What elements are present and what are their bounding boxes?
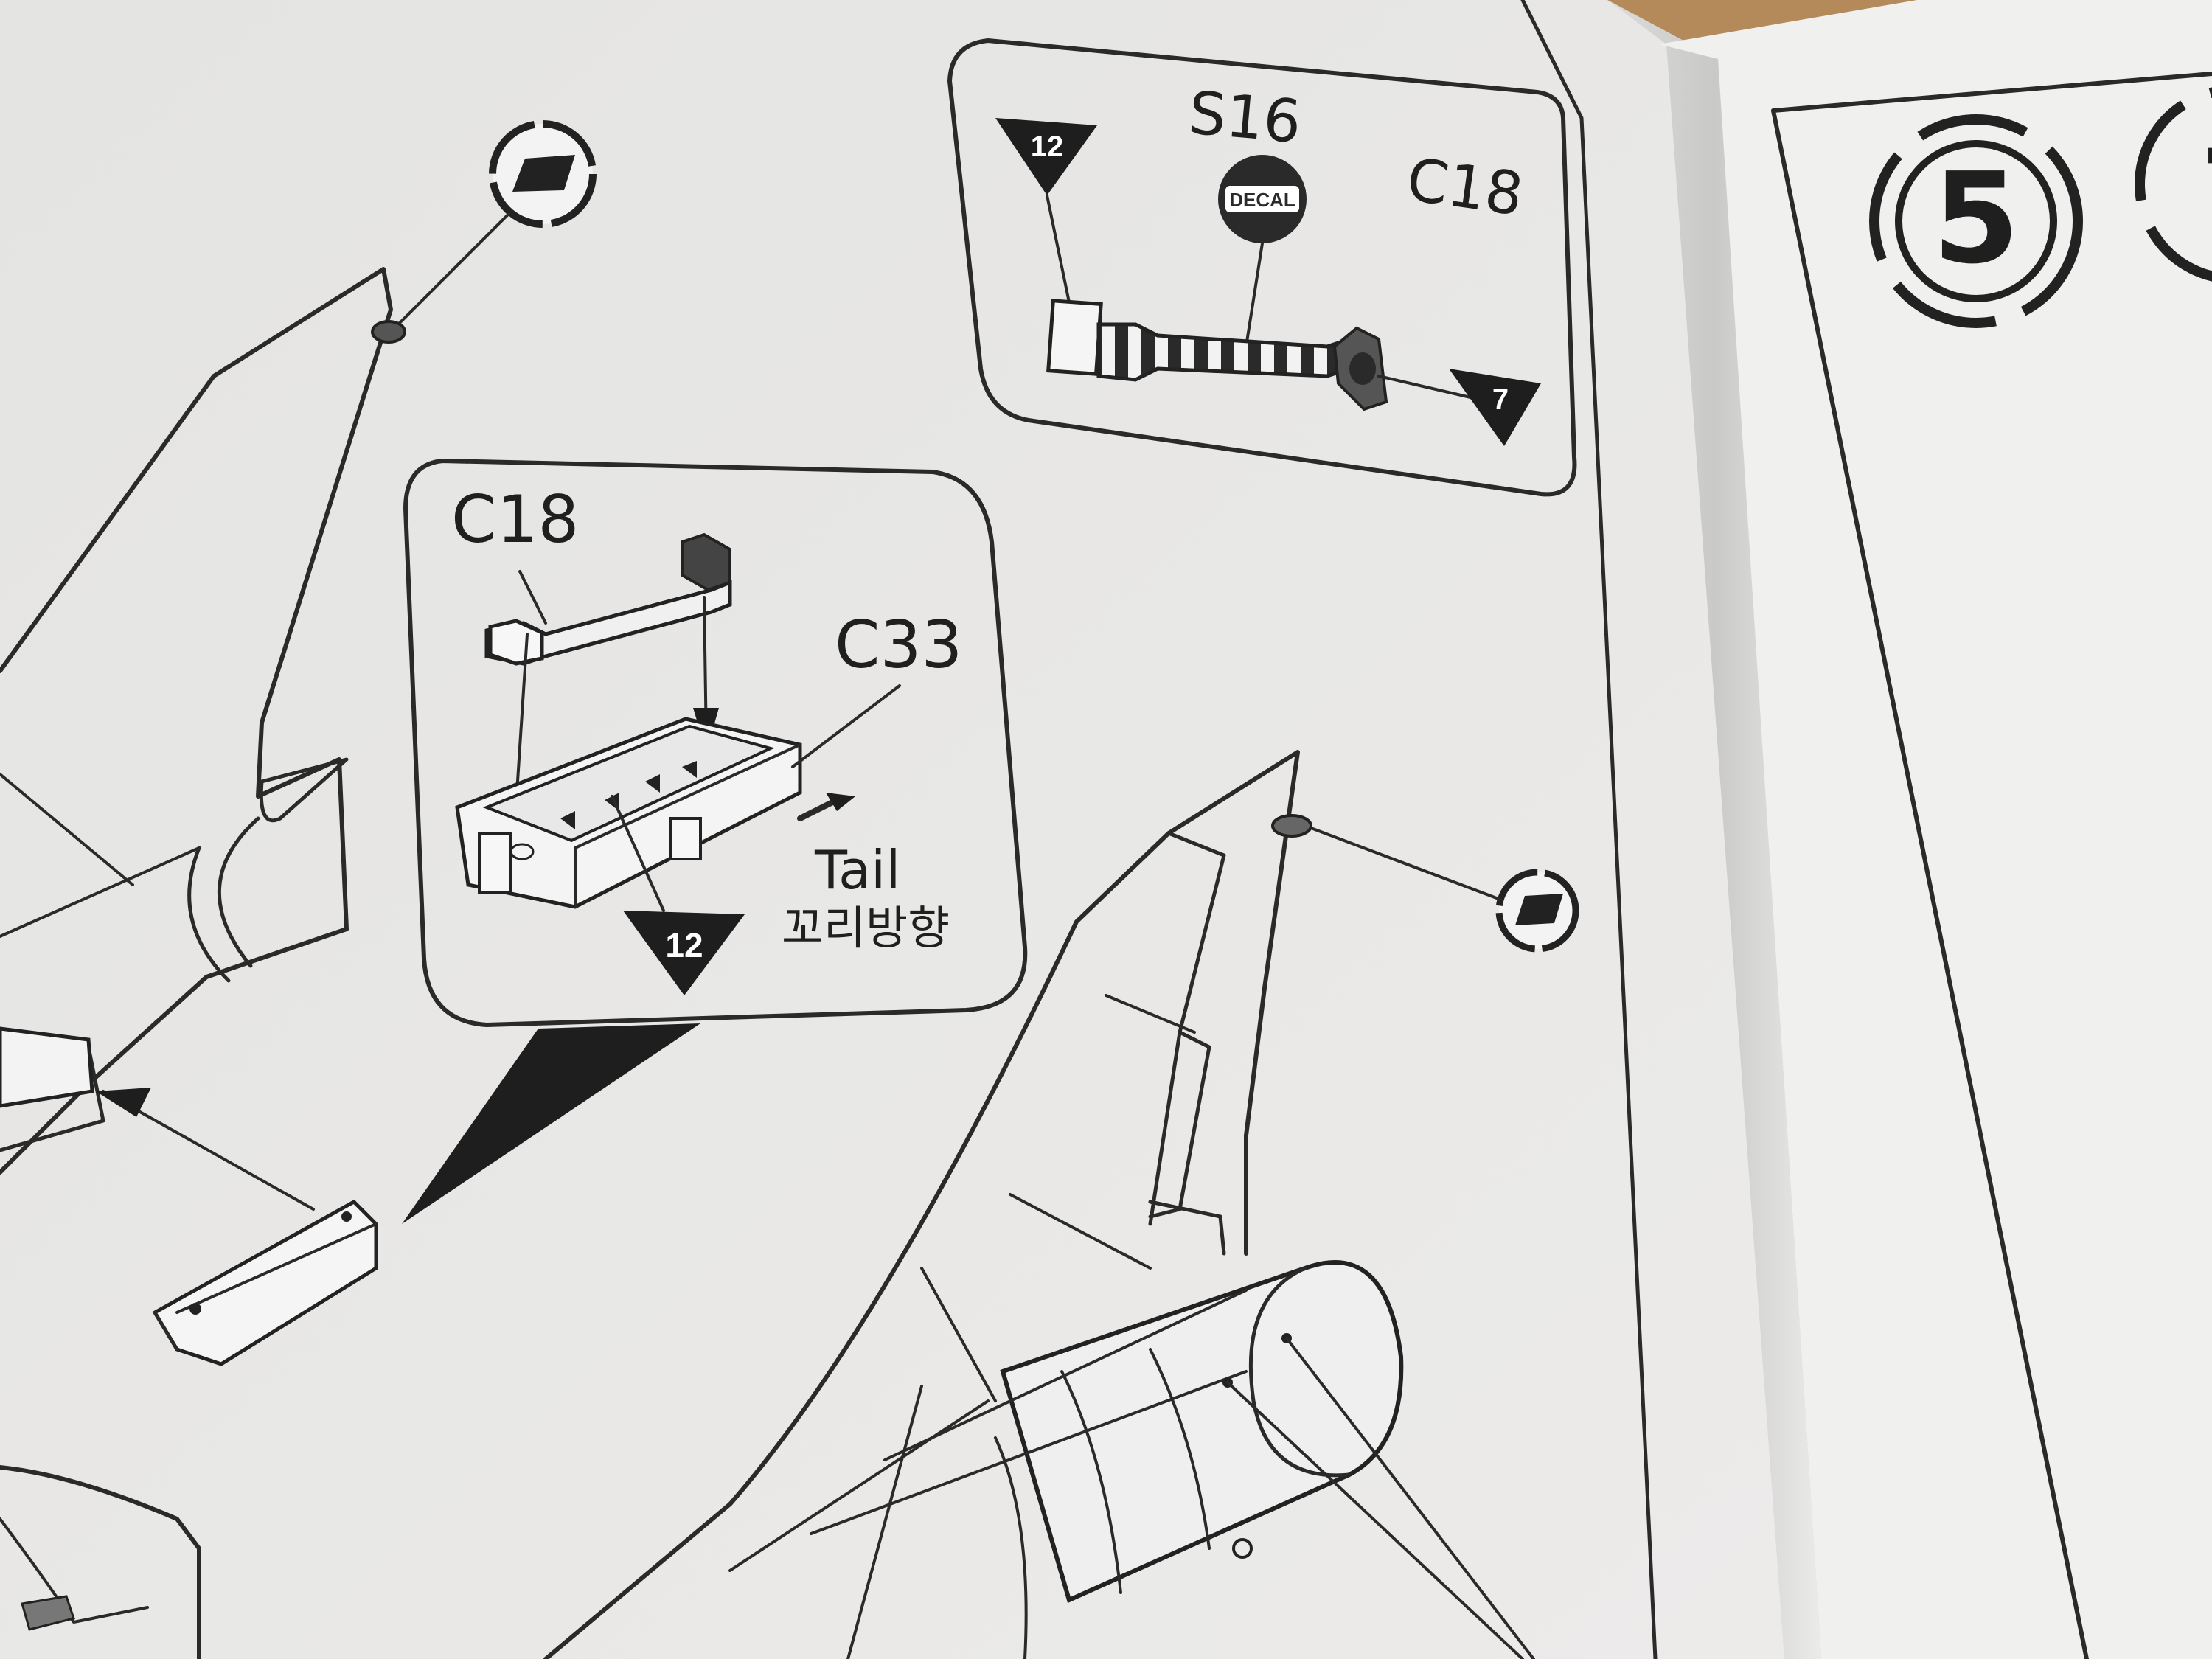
- right-page: [1659, 0, 2212, 1659]
- part-c33: [455, 717, 802, 909]
- step-marker-7-text: 7: [1492, 383, 1509, 416]
- left-page: [0, 0, 1821, 1659]
- callout-detail-frame: [403, 459, 1028, 1027]
- decal-badge: DECAL: [1218, 155, 1307, 243]
- step-number-circle: 5: [1869, 114, 2083, 328]
- next-step-circle-partial: 7: [2135, 87, 2212, 282]
- label-c18-top: C18: [1402, 145, 1527, 229]
- rod-part-c18: [1046, 299, 1388, 411]
- step-marker-12-top: 12: [995, 118, 1097, 195]
- part-c18: [484, 532, 732, 666]
- decal-badge-text: DECAL: [1229, 189, 1295, 211]
- left-tail-assembly: [0, 267, 406, 1659]
- callout-pointer: [402, 1023, 700, 1224]
- callout-top-frame: [947, 38, 1577, 497]
- label-c33: C33: [835, 607, 962, 683]
- step-marker-12-detail: 12: [623, 911, 745, 995]
- label-c18-detail: C18: [451, 481, 579, 557]
- step-number: 5: [1933, 146, 2020, 292]
- tail-direction-en: Tail: [814, 839, 900, 901]
- glue-icon: [1495, 869, 1579, 953]
- book-gutter: [1607, 0, 1821, 1659]
- glue-icon: [489, 120, 597, 228]
- right-tail-assembly: [543, 750, 1535, 1659]
- tail-direction-ko: 꼬리방향: [782, 901, 950, 955]
- step-marker-12-detail-text: 12: [665, 926, 703, 964]
- step-marker-7: 7: [1449, 369, 1541, 446]
- next-step-number: 7: [2201, 127, 2212, 255]
- label-s16: S16: [1186, 78, 1304, 156]
- step-marker-12-top-text: 12: [1031, 131, 1064, 163]
